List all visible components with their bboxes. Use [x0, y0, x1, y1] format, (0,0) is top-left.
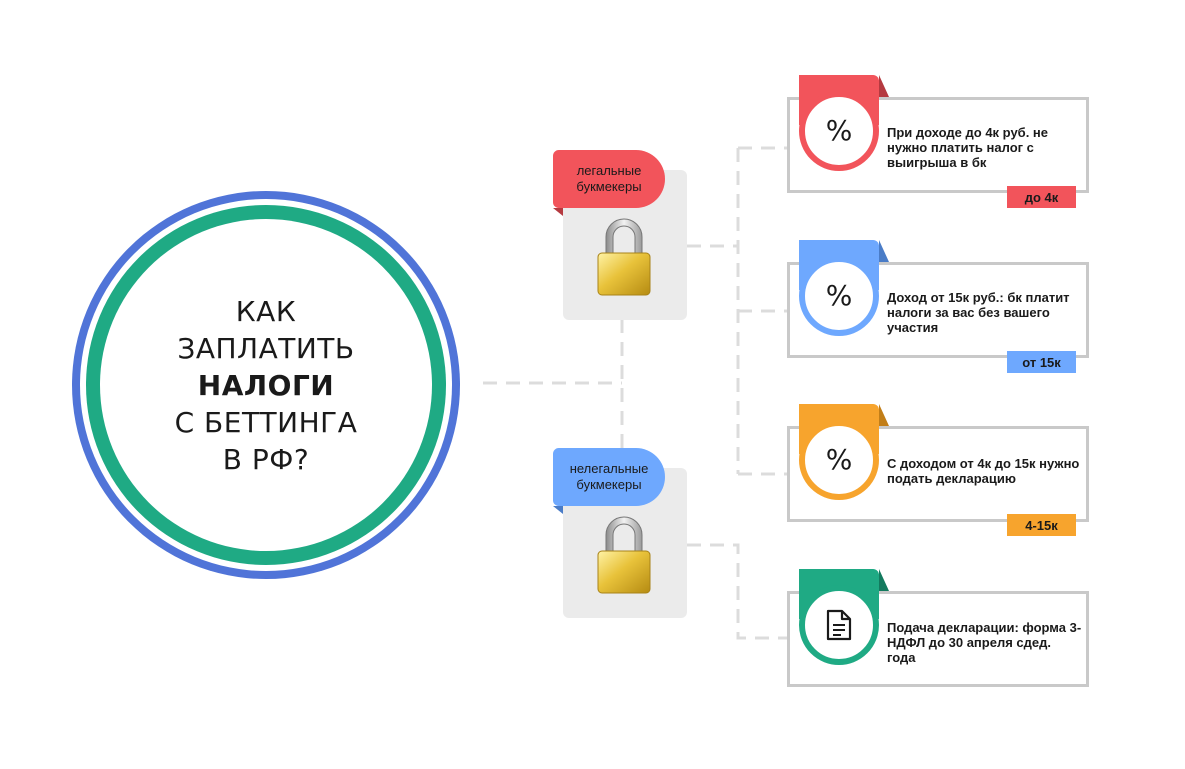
connector-to-rule-4: [687, 543, 787, 640]
title-line-2: ЗАПЛАТИТЬ: [177, 331, 355, 365]
padlock-icon: [597, 218, 651, 296]
percent-icon: %: [825, 443, 853, 476]
percent-icon: %: [825, 114, 853, 147]
percent-icon: %: [825, 279, 853, 312]
percent-badge: %: [799, 91, 879, 171]
title-line-3: НАЛОГИ: [197, 368, 335, 402]
rule-text: Подача декларации: форма 3-НДФЛ до 30 ап…: [887, 620, 1082, 665]
legal-bookmakers-tag: легальные букмекеры: [553, 150, 665, 208]
rule-range-badge: от 15к: [1007, 351, 1076, 373]
rule-range-badge: до 4к: [1007, 186, 1076, 208]
rule-text: При доходе до 4к руб. не нужно платить н…: [887, 125, 1049, 170]
title-line-4: С БЕТТИНГА: [174, 405, 358, 439]
percent-badge: %: [799, 256, 879, 336]
percent-badge: %: [799, 420, 879, 500]
title-circle: КАК ЗАПЛАТИТЬ НАЛОГИ С БЕТТИНГА В РФ?: [100, 219, 432, 551]
rule-text: Доход от 15к руб.: бк платит налоги за в…: [887, 290, 1070, 335]
padlock-icon: [597, 516, 651, 594]
tab-fold: [879, 75, 889, 97]
legal-bookmakers-label: легальные букмекеры: [576, 163, 642, 194]
rule-range-badge: 4-15к: [1007, 514, 1076, 536]
title-line-1: КАК: [235, 294, 297, 328]
rule-text: С доходом от 4к до 15к нужно подать декл…: [887, 456, 1080, 486]
illegal-bookmakers-tag: нелегальные букмекеры: [553, 448, 665, 506]
title-line-5: В РФ?: [222, 442, 310, 476]
illegal-bookmakers-label: нелегальные букмекеры: [569, 461, 649, 492]
tab-fold: [879, 569, 889, 591]
tag-fold: [553, 208, 563, 216]
tag-fold: [553, 506, 563, 514]
document-badge: [799, 585, 879, 665]
document-icon: [826, 609, 852, 641]
tab-fold: [879, 404, 889, 426]
tab-fold: [879, 240, 889, 262]
